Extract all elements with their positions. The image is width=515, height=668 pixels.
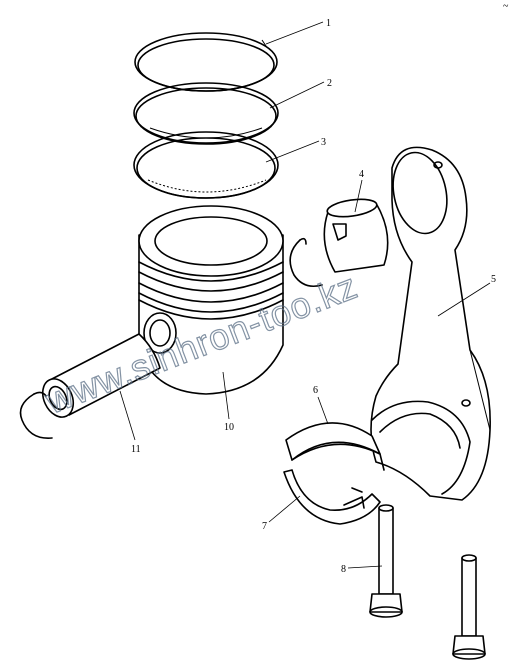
callout-5: 5 xyxy=(491,274,496,285)
callout-4: 4 xyxy=(359,169,364,180)
piston xyxy=(138,205,284,395)
bearing-shell-upper xyxy=(285,422,385,471)
callout-6: 6 xyxy=(313,385,318,396)
corner-mark: ~ xyxy=(503,1,509,12)
connecting-rod-bolt xyxy=(369,504,403,618)
callout-8: 8 xyxy=(341,564,346,575)
piston-ring-3 xyxy=(133,131,279,199)
callout-10: 10 xyxy=(224,422,234,433)
callout-11: 11 xyxy=(131,444,141,455)
piston-pin xyxy=(41,333,161,418)
callout-7: 7 xyxy=(262,521,267,532)
small-end-bushing xyxy=(323,198,389,273)
retaining-ring-right xyxy=(289,237,323,288)
callout-1: 1 xyxy=(326,18,331,29)
piston-ring-1 xyxy=(134,32,278,92)
piston-ring-2 xyxy=(133,82,279,145)
callout-3: 3 xyxy=(321,137,326,148)
connecting-rod xyxy=(370,146,491,501)
retaining-ring-left xyxy=(19,391,53,439)
bearing-shell-lower xyxy=(283,469,381,525)
callout-2: 2 xyxy=(327,78,332,89)
connecting-rod-bolt-2 xyxy=(452,554,486,660)
